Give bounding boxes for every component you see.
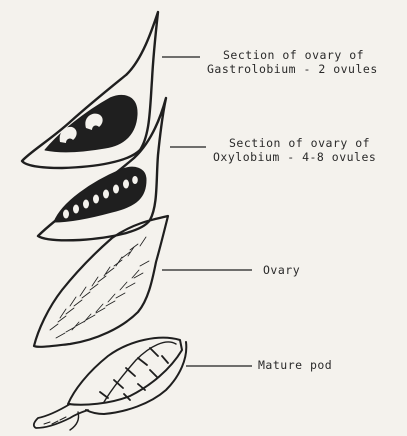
pod-label: Mature pod [258, 358, 332, 372]
oxylobium-label-line2: Oxylobium - 4-8 ovules [213, 150, 376, 164]
gastrolobium-label-line2: Gastrolobium - 2 ovules [207, 62, 378, 76]
gastrolobium-label: Section of ovary of Gastrolobium - 2 ovu… [207, 48, 378, 76]
mature-pod-drawing [34, 338, 186, 430]
ovary-label: Ovary [263, 263, 300, 277]
oxylobium-label-line1: Section of ovary of [213, 136, 376, 150]
gastrolobium-ovary-section [22, 12, 158, 168]
ovary-drawing [34, 216, 168, 347]
gastrolobium-label-line1: Section of ovary of [207, 48, 378, 62]
oxylobium-label: Section of ovary of Oxylobium - 4-8 ovul… [213, 136, 376, 164]
